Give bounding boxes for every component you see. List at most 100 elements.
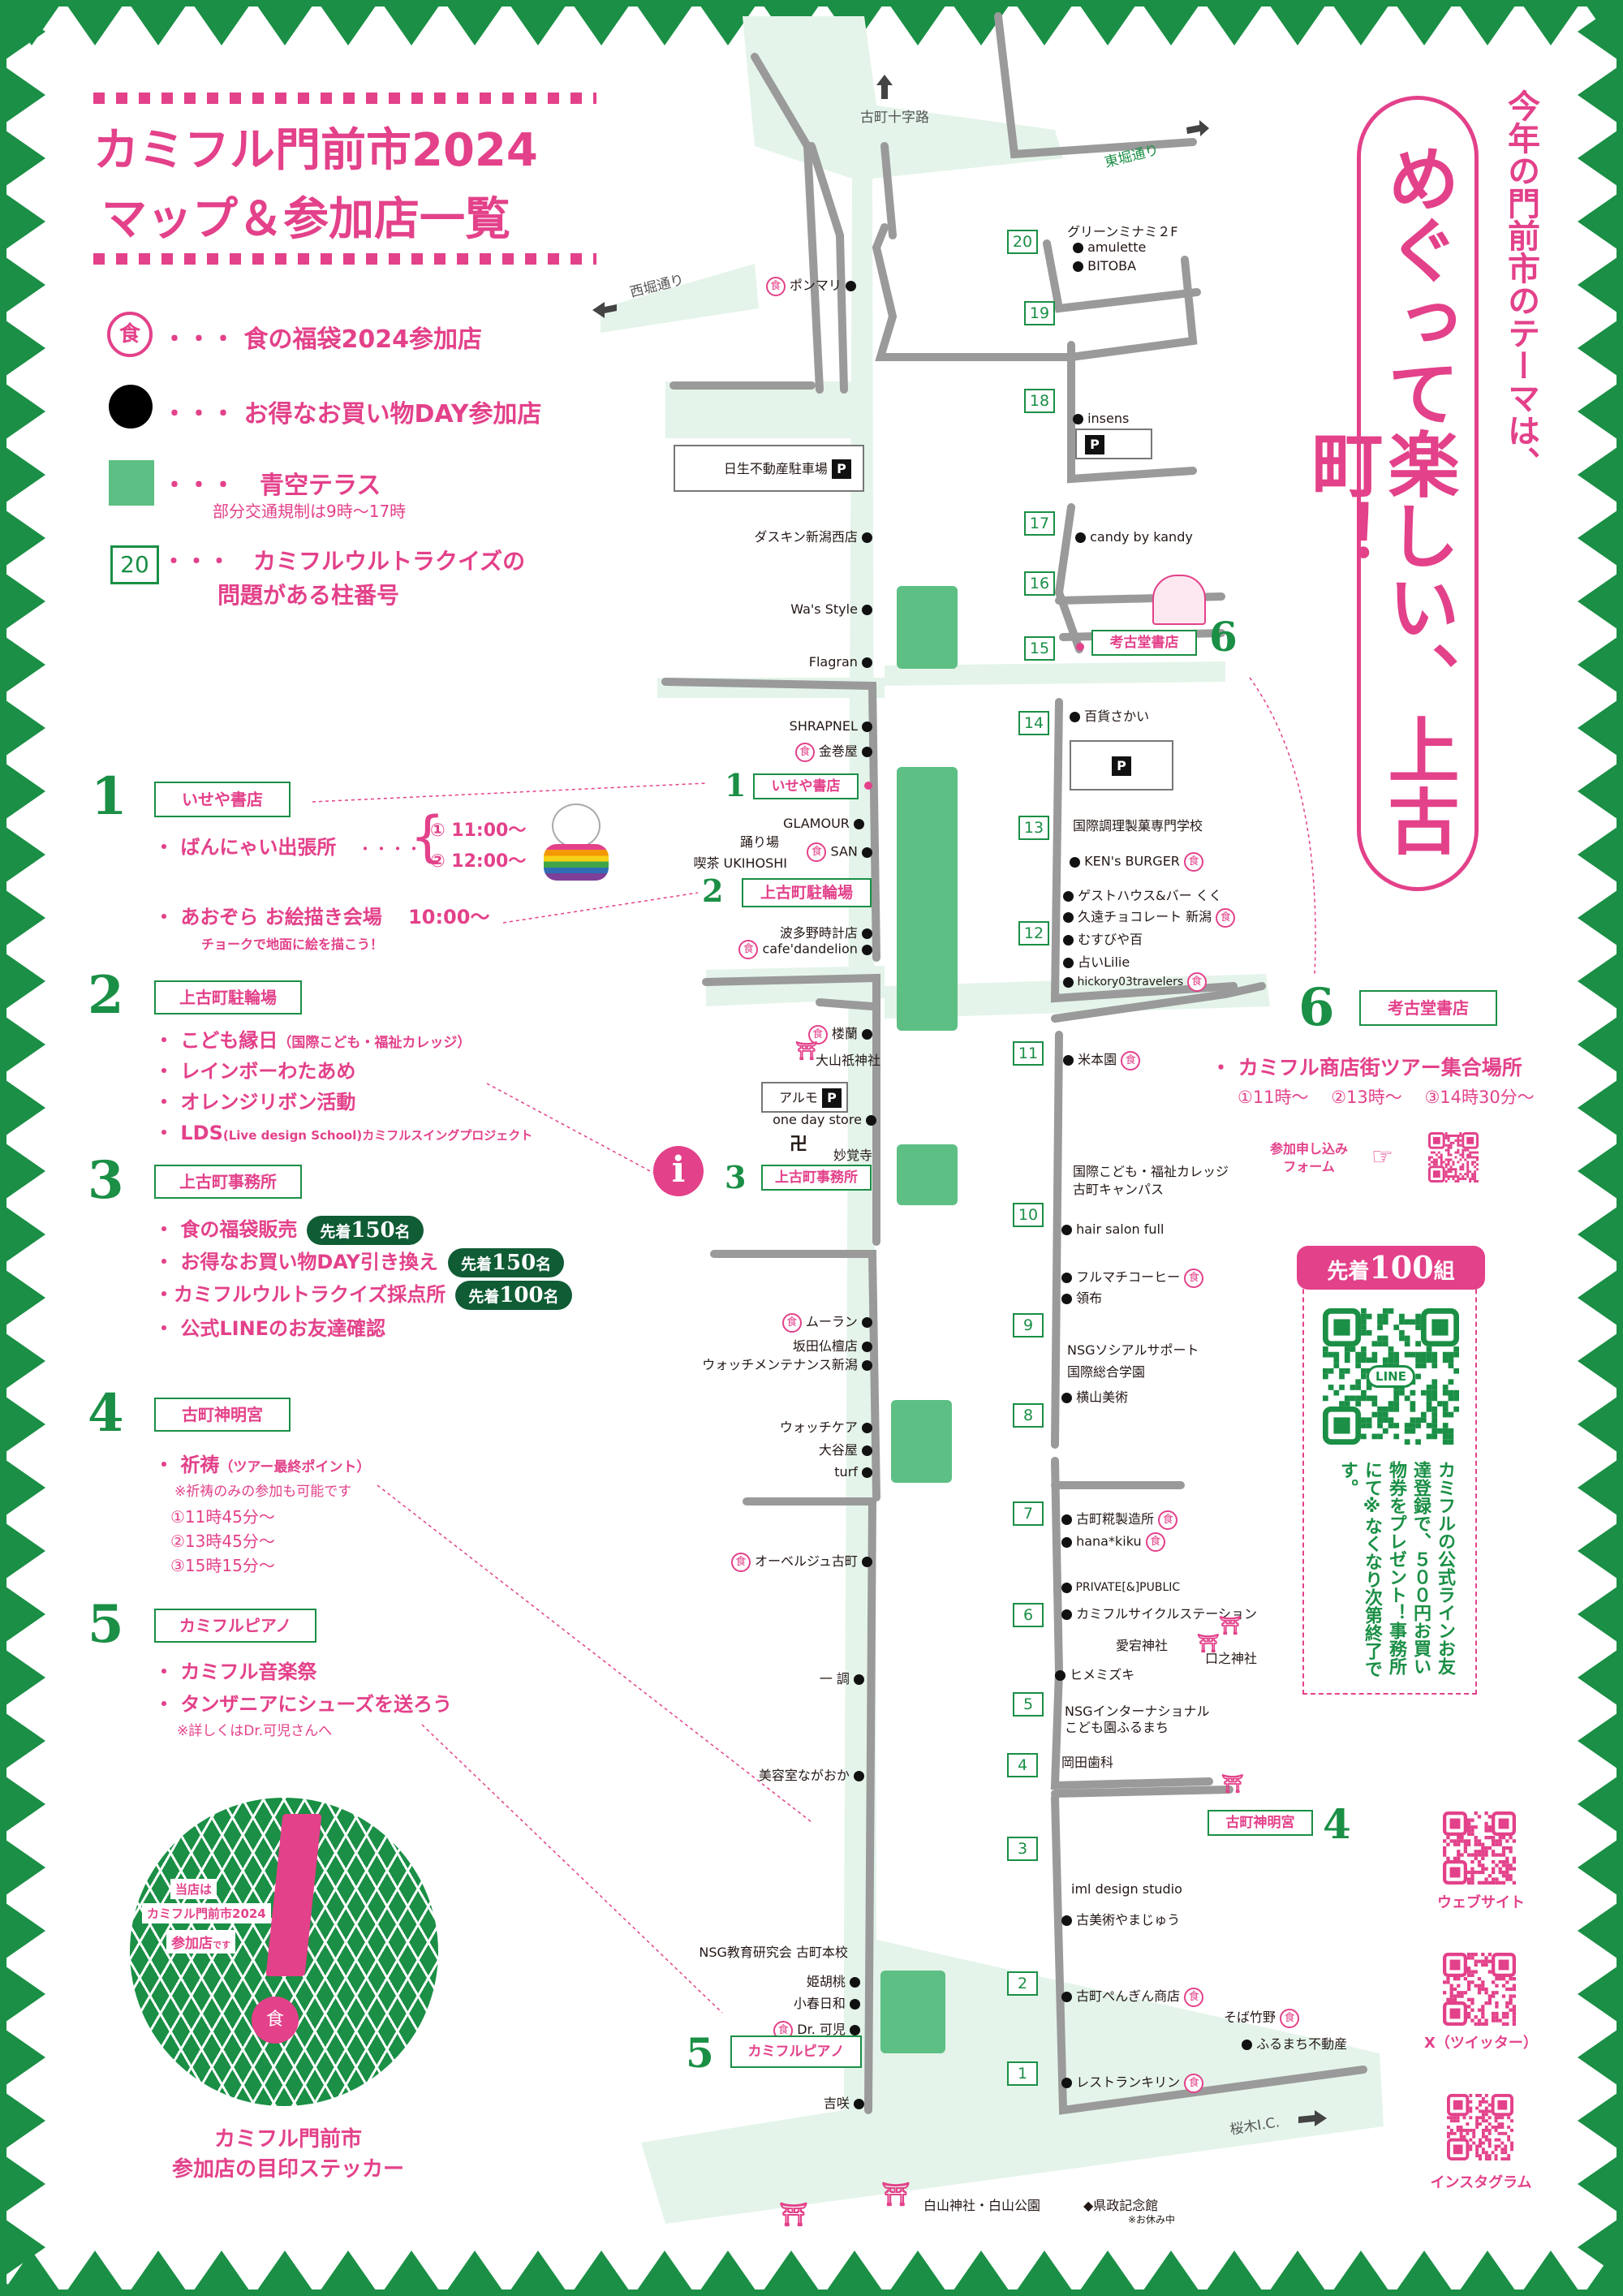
fukubukuro-icon: 食 [1184, 1268, 1204, 1288]
pole-number-14: 14 [1018, 711, 1049, 735]
shop-占いLilie[interactable]: 占いLilie [1063, 951, 1130, 971]
shop-NSGソシアルサポート[interactable]: NSGソシアルサポート [1067, 1339, 1199, 1359]
qr-form[interactable] [1428, 1132, 1479, 1182]
shop-領布[interactable]: 領布 [1061, 1287, 1102, 1307]
legend-terrace: ・・・ 青空テラス [162, 472, 381, 500]
parking-icon: P [1085, 435, 1104, 454]
shop-ポンマリ[interactable]: 食 ポンマリ [765, 274, 856, 296]
shop-label: むすびや百 [1078, 932, 1143, 947]
shop-ウォッチケア[interactable]: ウォッチケア [780, 1416, 872, 1436]
shop-label: 岡田歯科 [1061, 1755, 1114, 1770]
shop-久遠チョコレート-新潟[interactable]: 久遠チョコレート 新潟 食 [1063, 906, 1236, 928]
shop-横山美術[interactable]: 横山美術 [1061, 1386, 1128, 1406]
shop-日生不動産駐車場[interactable]: 日生不動産駐車場 P [673, 445, 864, 492]
shop-国際こども・福祉カレッジ[interactable]: 国際こども・福祉カレッジ [1073, 1161, 1229, 1180]
shop-吉咲[interactable]: 吉咲 [824, 2092, 864, 2112]
shop-カミフルサイクルステーション[interactable]: カミフルサイクルステーション [1061, 1603, 1257, 1622]
fukubukuro-icon: 食 [1280, 2008, 1300, 2028]
title-line-2: マップ＆参加店一覧 [101, 193, 510, 246]
shop-hana*kiku[interactable]: hana*kiku 食 [1061, 1532, 1165, 1552]
shop-ダスキン新潟西店[interactable]: ダスキン新潟西店 [754, 526, 872, 545]
shop-喫茶-UKIHOSHI[interactable]: 喫茶 UKIHOSHI [693, 852, 787, 872]
shop-Flagran[interactable]: Flagran [809, 654, 872, 670]
shop-amulette[interactable]: amulette [1073, 239, 1146, 255]
shop-hair-salon-full[interactable]: hair salon full [1061, 1221, 1164, 1237]
bannyai-cat-mascot [540, 803, 613, 889]
pole-number-18: 18 [1024, 389, 1055, 413]
social-instagram-label[interactable]: インスタグラム [1430, 2174, 1532, 2191]
shop-ゲストハウス&バー-くく[interactable]: ゲストハウス&バー くく [1063, 885, 1222, 904]
shop-大山祇神社[interactable]: 大山祇神社 [816, 1049, 880, 1069]
shop-アルモ[interactable]: アルモ P [761, 1082, 848, 1113]
shop-レストランキリン[interactable]: レストランキリン 食 [1061, 2071, 1204, 2093]
shop-cafe'dandelion[interactable]: 食 cafe'dandelion [738, 940, 872, 959]
leader-lines [312, 677, 1316, 2014]
shop-BITOBA[interactable]: BITOBA [1073, 258, 1136, 274]
shop-美容室ながおか[interactable]: 美容室ながおか [759, 1764, 864, 1784]
shop-姫胡桃[interactable]: 姫胡桃 [807, 1971, 860, 1990]
shop-グリーンミナミ２F[interactable]: グリーンミナミ２F [1067, 221, 1177, 240]
shop-label: 横山美術 [1076, 1389, 1129, 1405]
shop-愛宕神社[interactable]: 愛宕神社 [1116, 1635, 1168, 1654]
badge-3: 先着100名 [455, 1281, 572, 1310]
shop-古美術やまじゅう[interactable]: 古美術やまじゅう [1061, 1909, 1180, 1928]
shop-hickory03travelers[interactable]: hickory03travelers 食 [1063, 972, 1207, 992]
shop-金巻屋[interactable]: 食 金巻屋 [794, 740, 872, 762]
shop-label: ウォッチケア [779, 1419, 858, 1435]
shop-ヒメミズキ[interactable]: ヒメミズキ [1055, 1664, 1134, 1683]
shop-ムーラン[interactable]: 食 ムーラン [781, 1311, 872, 1333]
shop-古町糀製造所[interactable]: 古町糀製造所 食 [1061, 1508, 1178, 1530]
shop-SHRAPNEL[interactable]: SHRAPNEL [790, 718, 872, 734]
line-qr-code[interactable]: LINE [1322, 1307, 1459, 1445]
qr-instagram[interactable] [1447, 2094, 1514, 2161]
shop-百貨さかい[interactable]: 百貨さかい [1070, 705, 1149, 725]
fukubukuro-icon: 食 [1186, 972, 1207, 992]
shop-国際総合学園[interactable]: 国際総合学園 [1067, 1361, 1145, 1381]
black-dot-icon [862, 1029, 872, 1040]
shop-GLAMOUR[interactable]: GLAMOUR [783, 816, 864, 831]
shop-そば竹野[interactable]: そば竹野 食 [1224, 2006, 1300, 2028]
qr-twitter[interactable] [1443, 1953, 1516, 2026]
shop-坂田仏檀店[interactable]: 坂田仏檀店 [793, 1335, 872, 1355]
map-num-2: 2 [702, 872, 724, 909]
shop-フルマチコーヒー[interactable]: フルマチコーヒー 食 [1061, 1266, 1204, 1288]
black-dot-icon [1061, 1273, 1072, 1283]
fukubukuro-icon: 食 [107, 312, 153, 357]
shop-口之神社[interactable]: 口之神社 [1205, 1648, 1257, 1667]
qr-website[interactable] [1443, 1811, 1516, 1885]
shop-こども園ふるまち[interactable]: こども園ふるまち [1065, 1717, 1169, 1736]
shop-ふるまち不動産[interactable]: ふるまち不動産 [1242, 2033, 1347, 2053]
shop-古町ぺんぎん商店[interactable]: 古町ぺんぎん商店 食 [1061, 1985, 1204, 2007]
shop-大谷屋[interactable]: 大谷屋 [819, 1439, 872, 1458]
shop-KEN's-BURGER[interactable]: KEN's BURGER 食 [1070, 852, 1204, 872]
shop-one-day-store[interactable]: one day store [773, 1112, 876, 1127]
shop-小春日和[interactable]: 小春日和 [794, 1992, 860, 2012]
shop-オーベルジュ古町[interactable]: 食 オーベルジュ古町 [730, 1550, 872, 1572]
shop-米本園[interactable]: 米本園 食 [1063, 1049, 1141, 1070]
shop-turf[interactable]: turf [834, 1464, 872, 1480]
shop-iml-design-studio[interactable]: iml design studio [1071, 1881, 1182, 1897]
shop-踊り場[interactable]: 踊り場 [740, 831, 779, 851]
shop-一-調[interactable]: 一 調 [820, 1668, 864, 1687]
shop-NSGインターナショナル[interactable]: NSGインターナショナル [1065, 1700, 1210, 1720]
shop-国際調理製菓専門学校[interactable]: 国際調理製菓専門学校 [1073, 815, 1203, 834]
shop-NSG教育研究会-古町本校[interactable]: NSG教育研究会 古町本校 [699, 1941, 848, 1961]
shop-Wa's-Style[interactable]: Wa's Style [790, 601, 872, 617]
fukubukuro-icon: 食 [738, 940, 759, 959]
shop-楼蘭[interactable]: 食 楼蘭 [807, 1023, 872, 1045]
shop-岡田歯科[interactable]: 岡田歯科 [1061, 1751, 1113, 1771]
shop-PRIVATE[&]PUBLIC[interactable]: PRIVATE[&]PUBLIC [1061, 1581, 1180, 1594]
shop-波多野時計店[interactable]: 波多野時計店 [780, 922, 872, 941]
shop-SAN[interactable]: 食 SAN [807, 842, 872, 862]
shop-妙覚寺[interactable]: 妙覚寺 [833, 1144, 872, 1164]
shop-古町キャンパス[interactable]: 古町キャンパス [1073, 1178, 1164, 1198]
shop-candy-by-kandy[interactable]: candy by kandy [1075, 529, 1193, 545]
shop-insens[interactable]: insens [1073, 411, 1129, 426]
black-dot-icon [1061, 1582, 1072, 1593]
social-website-label[interactable]: ウェブサイト [1437, 1894, 1525, 1911]
social-twitter-label[interactable]: X（ツイッター） [1424, 2035, 1538, 2052]
shop-むすびや百[interactable]: むすびや百 [1063, 928, 1143, 948]
shop-label: 日生不動産駐車場 [723, 461, 828, 476]
shop-ウォッチメンテナンス新潟[interactable]: ウォッチメンテナンス新潟 [702, 1354, 872, 1373]
